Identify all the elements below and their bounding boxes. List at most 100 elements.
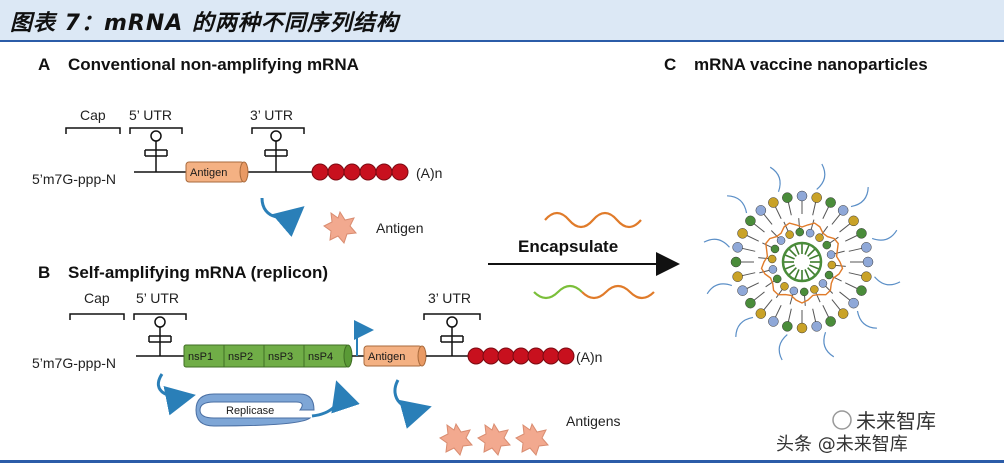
lipid-head: [856, 285, 867, 296]
lipid-head: [795, 227, 805, 237]
panel-a-antigen-gene: Antigen: [185, 161, 249, 183]
nsp4-label: nsP4: [308, 351, 333, 363]
lipid-head: [768, 316, 779, 327]
lipid-head: [745, 297, 756, 309]
lipid-head: [861, 242, 872, 253]
panel-b-antigen-gene-label: Antigen: [368, 351, 405, 363]
panel-a-utr5-label: 5’ UTR: [129, 107, 172, 123]
lipid-head: [861, 271, 872, 282]
panel-b-letter: B: [38, 263, 50, 282]
panel-b-stem-loop-3: [440, 316, 464, 356]
watermark-brand: 未来智库: [856, 409, 936, 433]
lipid-head: [772, 274, 782, 284]
core-lipid: [804, 269, 810, 279]
nsp1-label: nsP1: [188, 351, 213, 363]
peg-chain: [874, 276, 901, 286]
rna-wave-orange: [544, 211, 642, 229]
lipid-head: [825, 316, 836, 327]
nsp3-label: nsP3: [268, 351, 293, 363]
panel-a-start-label: 5’m7G-ppp-N: [32, 171, 116, 187]
panel-b-product-label: Antigens: [566, 413, 620, 429]
core-lipid: [794, 245, 800, 255]
panel-b-nsp-genes: nsP1 nsP2 nsP3 nsP4: [183, 344, 353, 368]
core-lipid: [794, 269, 800, 279]
panel-a-antigen-gene-label: Antigen: [190, 167, 227, 179]
peg-chain: [823, 331, 835, 358]
panel-b-cap-bracket: [69, 313, 125, 320]
lipid-head: [815, 233, 824, 242]
panel-a-translation-arrow: [260, 197, 305, 237]
core-lipid: [788, 248, 797, 257]
panel-b-polya-label: (A)n: [576, 349, 602, 365]
watermark-icon: [832, 410, 852, 430]
figure-title: 图表 7：mRNA 的两种不同序列结构: [10, 11, 399, 36]
lipid-head: [805, 228, 815, 238]
subgenomic-promoter-arrow: [354, 320, 374, 356]
lipid-head: [770, 244, 780, 254]
lipid-head: [818, 279, 828, 288]
rna-wave-green-orange: [533, 284, 655, 300]
lipid-head: [826, 250, 836, 259]
peg-chain: [856, 310, 877, 329]
lipid-head: [848, 297, 859, 309]
lipid-head: [862, 256, 874, 268]
panel-b-title: Self-amplifying mRNA (replicon): [68, 263, 328, 282]
panel-b-stem-loop-5: [148, 316, 172, 356]
panel-a-product-label: Antigen: [376, 220, 423, 236]
figure-title-bar: 图表 7：mRNA 的两种不同序列结构: [0, 0, 1004, 42]
lipid-head: [732, 271, 743, 282]
lipid-head: [827, 260, 837, 270]
panel-a-polya-tail: [311, 163, 409, 181]
panel-b-antigen-stars: [439, 422, 549, 456]
lipid-head: [768, 265, 778, 274]
panel-c-title: mRNA vaccine nanoparticles: [694, 55, 928, 74]
panel-a-cap-label: Cap: [80, 107, 106, 123]
peg-chain: [816, 163, 826, 190]
peg-chain: [703, 238, 730, 248]
peg-chain: [735, 316, 754, 337]
peg-chain: [769, 166, 781, 193]
replicase-label: Replicase: [226, 405, 274, 417]
panel-a-utr5-bracket: [129, 127, 183, 134]
nsp2-label: nsP2: [228, 351, 253, 363]
panel-a-antigen-star: [323, 210, 357, 244]
panel-b-utr5-label: 5’ UTR: [136, 290, 179, 306]
lipid-head: [755, 205, 767, 216]
lipid-head: [780, 282, 789, 291]
encapsulated-rna: [760, 222, 844, 304]
panel-a-title: Conventional non-amplifying mRNA: [68, 55, 359, 74]
core-lipid: [785, 264, 795, 270]
lipid-head: [856, 228, 867, 239]
lipid-head: [799, 287, 809, 297]
watermark: 未来智库 头条 @未来智库: [776, 409, 936, 455]
panel-a-cap-bracket: [65, 127, 121, 134]
panel-b-utr5-bracket: [133, 313, 187, 320]
encapsulate-label: Encapsulate: [518, 237, 618, 256]
lipid-head: [782, 192, 793, 203]
lipid-head: [824, 270, 834, 280]
core-lipid: [807, 267, 816, 276]
lipid-head: [811, 321, 822, 332]
peg-chain: [727, 195, 748, 214]
bottom-rule: [0, 460, 1004, 463]
lipid-head: [785, 230, 794, 239]
panel-a-letter: A: [38, 55, 50, 74]
panel-b-translation-arrow: [393, 379, 432, 429]
peg-chain: [778, 334, 788, 361]
lipid-head: [848, 215, 859, 227]
lipid-head: [822, 240, 832, 250]
lipid-head: [737, 228, 748, 239]
lipid-head: [837, 308, 849, 319]
lipid-head: [776, 236, 786, 245]
lipid-head: [810, 285, 819, 294]
replication-arrow: [311, 380, 360, 418]
lipid-head: [768, 197, 779, 208]
panel-b-cap-label: Cap: [84, 290, 110, 306]
watermark-credit: 头条 @未来智库: [776, 434, 908, 455]
peg-chain: [706, 283, 733, 295]
peg-chain: [871, 229, 898, 241]
panel-a-stem-loop-5: [144, 130, 168, 172]
lipid-head: [782, 321, 793, 332]
panel-c-letter: C: [664, 55, 676, 74]
core-lipid: [809, 264, 819, 270]
